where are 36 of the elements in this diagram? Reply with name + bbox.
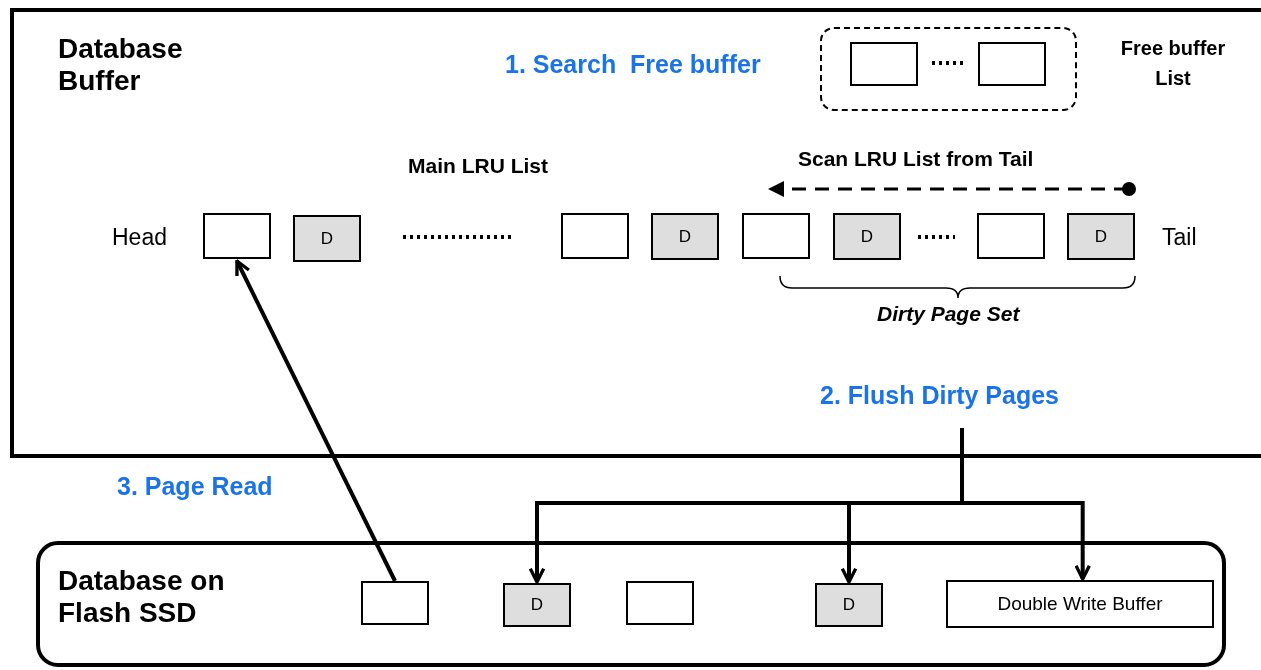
page-box xyxy=(977,213,1045,259)
dirty-page-box xyxy=(833,213,901,260)
box-text: D xyxy=(842,595,856,615)
page-box xyxy=(742,213,810,259)
page-box xyxy=(626,581,694,625)
step-label: 3. Page Read xyxy=(117,472,273,501)
dirty-page-box xyxy=(503,583,571,627)
page-box xyxy=(361,581,429,625)
list-title: Main LRU List xyxy=(408,154,548,178)
box-text: D xyxy=(1094,226,1108,247)
end-label: Head xyxy=(112,224,167,251)
panel-title: Database on Flash SSD xyxy=(58,565,226,630)
box-text: D xyxy=(860,226,874,247)
storage-panel xyxy=(36,541,1226,667)
end-label: Tail xyxy=(1162,224,1197,251)
buffer-panel xyxy=(10,8,1261,458)
box-text: Double Write Buffer xyxy=(997,593,1163,615)
bracket-label: Dirty Page Set xyxy=(877,302,1020,326)
arrow xyxy=(235,259,397,582)
page-box xyxy=(850,42,918,86)
step-label: 1. Search Free buffer xyxy=(505,50,761,79)
dirty-page-box xyxy=(815,583,883,627)
step-label: 2. Flush Dirty Pages xyxy=(820,381,1059,410)
box-text: D xyxy=(530,595,544,615)
buffer-box xyxy=(946,580,1214,628)
dirty-page-box xyxy=(651,213,719,260)
page-box xyxy=(203,213,271,259)
box-text: D xyxy=(678,226,692,247)
box-text: D xyxy=(320,228,334,249)
list-title: Free buffer List xyxy=(1119,36,1227,91)
panel-title: Database Buffer xyxy=(58,33,184,98)
page-box xyxy=(561,213,629,259)
arrow-label: Scan LRU List from Tail xyxy=(798,147,1034,171)
dirty-page-box xyxy=(1067,213,1135,260)
page-box xyxy=(978,42,1046,86)
dirty-page-box xyxy=(293,215,361,262)
